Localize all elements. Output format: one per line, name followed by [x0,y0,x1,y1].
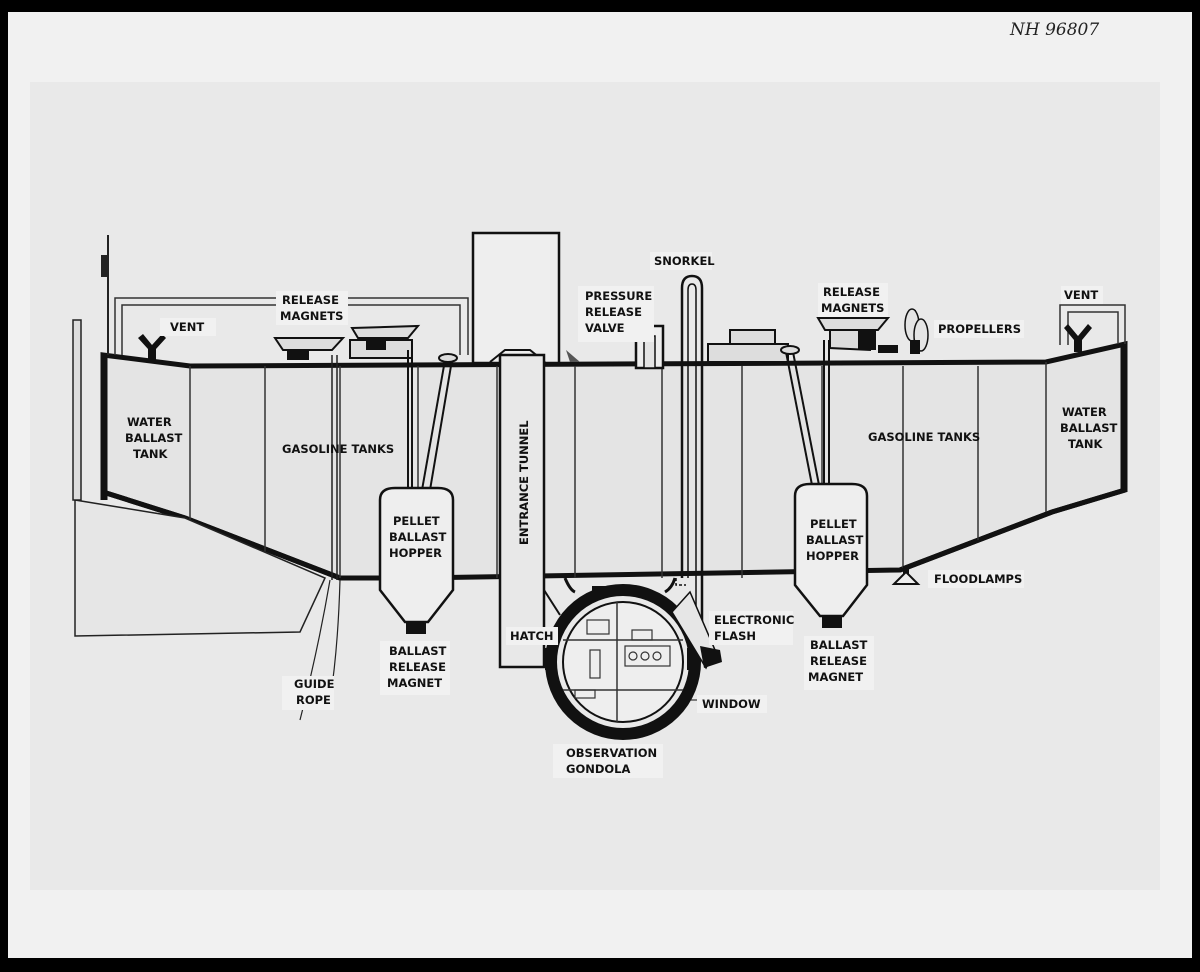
label-release-magnets-left: RELEASE MAGNETS [280,293,343,323]
label-floodlamps: FLOODLAMPS [934,572,1022,586]
archive-mark: NH 96807 [1009,20,1099,40]
label-vent-right: VENT [1064,288,1098,302]
pellet-hopper-left [378,350,458,634]
pellet-hopper-right [780,340,869,628]
label-release-magnets-right: RELEASE MAGNETS [821,285,884,315]
release-magnets-right-icon [816,317,898,353]
label-ballast-release-right: BALLAST RELEASE MAGNET [808,638,871,684]
magnet-pipes-right [1059,304,1126,345]
label-ballast-release-left: BALLAST RELEASE MAGNET [387,644,450,690]
entrance-tunnel [498,353,561,669]
vent-left-icon [138,334,166,360]
entrance-tower [471,231,580,365]
label-propellers: PROPELLERS [938,322,1021,336]
float-hull [100,340,1128,581]
label-hatch: HATCH [510,629,554,643]
labels: RELEASE MAGNETS VENT WATER BALLAST TANK … [125,252,1121,778]
label-pressure-release-valve: PRESSURE RELEASE VALVE [585,289,656,335]
propellers-icon [904,308,929,354]
label-water-ballast-left: WATER BALLAST TANK [125,415,186,461]
vent-right-icon [1064,324,1092,352]
label-observation-gondola: OBSERVATION GONDOLA [566,746,661,776]
label-entrance-tunnel: ENTRANCE TUNNEL [517,420,531,545]
label-pellet-hopper-left: PELLET BALLAST HOPPER [389,514,450,560]
label-window: WINDOW [702,697,761,711]
floodlamps-icon [891,566,921,585]
bow-structure [72,235,327,637]
observation-gondola [545,577,722,740]
label-guide-rope: GUIDE ROPE [294,677,338,707]
label-water-ballast-right: WATER BALLAST TANK [1060,405,1121,451]
guide-rope [299,355,341,721]
label-gasoline-tanks-right: GASOLINE TANKS [868,430,980,444]
label-snorkel: SNORKEL [654,254,715,268]
deck-equipment-right [707,329,789,363]
snorkel [675,274,704,645]
label-gasoline-tanks-left: GASOLINE TANKS [282,442,394,456]
label-electronic-flash: ELECTRONIC FLASH [714,613,798,643]
label-pellet-hopper-right: PELLET BALLAST HOPPER [806,517,867,563]
release-magnets-left-icon [273,324,421,360]
label-vent-left: VENT [170,320,204,334]
